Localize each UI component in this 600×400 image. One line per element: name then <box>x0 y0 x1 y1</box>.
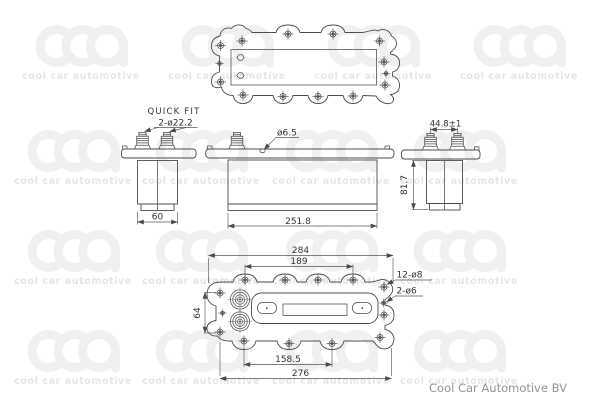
flange <box>121 148 197 159</box>
watermark <box>22 30 140 83</box>
base-plate <box>227 203 378 211</box>
dim-fitting-size: 2-ø22.2 <box>158 119 193 129</box>
bottom-plan-view: 284 189 64 158.5 276 12-ø8 2 <box>193 246 432 381</box>
watermark <box>14 335 132 388</box>
watermark <box>168 30 286 83</box>
oil-channel-outline <box>251 292 379 324</box>
dim-fitting-pitch: 44.8±1 <box>430 120 461 130</box>
company-name: Cool Car Automotive BV <box>429 381 567 395</box>
watermark <box>460 30 578 83</box>
watermark <box>142 335 260 388</box>
label-large-holes: 12-ø8 <box>397 271 423 281</box>
side-view-left: QUICK FIT 2-ø22.2 60 <box>121 107 200 225</box>
flange <box>401 149 481 160</box>
front-view: ø6.5 251.8 <box>205 129 395 229</box>
channel-pocket-right <box>352 302 372 314</box>
bleed-hole <box>259 148 266 154</box>
watermark-layer <box>14 30 578 388</box>
dim-port-pitch: 64 <box>193 307 203 319</box>
label-small-holes: 2-ø6 <box>397 287 417 297</box>
channel-pocket-left <box>257 302 277 314</box>
flange <box>205 148 395 159</box>
dim-bottom-hole-pitch: 158.5 <box>275 355 301 365</box>
watermark <box>14 135 132 188</box>
dim-core-length: 251.8 <box>285 217 311 227</box>
dim-overall-width: 284 <box>292 246 309 256</box>
side-view-right: 44.8±1 81.7 <box>400 120 481 211</box>
flange-tab <box>474 146 480 151</box>
dim-bleed-hole: ø6.5 <box>277 129 297 139</box>
dim-mount-width: 276 <box>292 369 309 379</box>
dim-core-height: 81.7 <box>400 175 410 195</box>
watermark <box>14 235 132 288</box>
gasket-inner-opening <box>230 49 377 86</box>
watermark <box>314 30 432 83</box>
dim-top-hole-pitch: 189 <box>290 257 307 267</box>
channel-island <box>282 303 348 316</box>
quick-fit-label: QUICK FIT <box>147 107 200 117</box>
watermark <box>272 135 390 188</box>
top-gasket-view <box>211 24 400 105</box>
watermark <box>400 335 518 388</box>
dim-core-width: 60 <box>152 213 164 223</box>
